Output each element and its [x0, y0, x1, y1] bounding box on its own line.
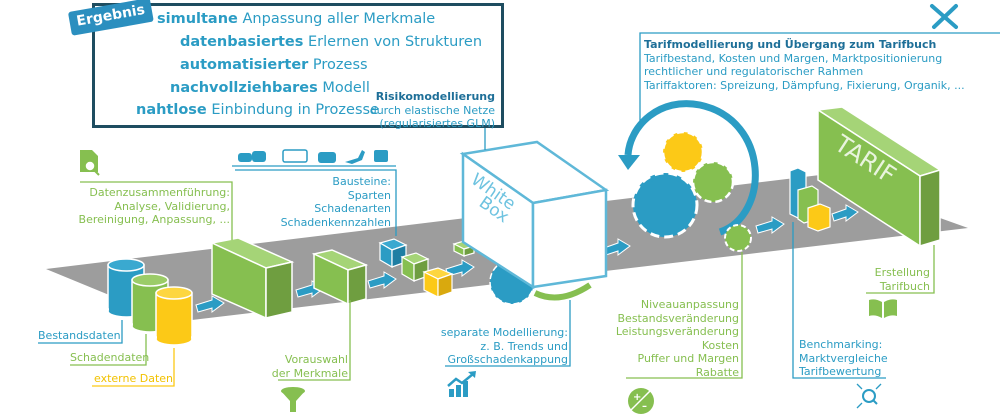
result-line: automatisierter Prozess	[180, 57, 368, 73]
adjustment-item: Rabatte	[695, 365, 739, 379]
flow-arrow-icon	[603, 238, 631, 256]
feature-selection-label: Vorauswahl der Merkmale	[271, 353, 348, 380]
data-block-large	[209, 237, 295, 320]
adjustment-item: Puffer und Margen	[637, 352, 739, 365]
risk-modelling-label: Risikomodellierung durch elastische Netz…	[369, 90, 495, 130]
flow-arrow-icon	[195, 295, 225, 313]
gear-green-icon	[691, 160, 735, 204]
gear-green-small-icon	[724, 224, 752, 252]
car-theft-icon	[374, 150, 388, 162]
windshield-icon	[282, 149, 308, 163]
building-blocks-label: Bausteine: Sparten Schadenarten Schadenk…	[280, 175, 391, 229]
benchmarking-label: Benchmarking: Marktvergleiche Tarifbewer…	[799, 338, 888, 378]
source-schadendaten: Schadendaten	[70, 351, 150, 364]
funnel-icon	[281, 387, 305, 412]
result-box	[92, 3, 504, 128]
book-icon	[869, 299, 897, 318]
deer-collision-icon	[345, 150, 365, 164]
adjustments-list: Niveauanpassung Bestandsveränderung Leis…	[616, 298, 739, 379]
separate-modelling-label: separate Modellierung: z. B. Trends und …	[440, 326, 568, 366]
adjustment-item: Niveauanpassung	[640, 298, 739, 311]
result-line: nachvollziehbares Modell	[170, 80, 370, 96]
cycle-arrow-icon	[624, 100, 759, 236]
bar-blocks-icon	[789, 167, 831, 232]
flow-arrow-icon	[831, 204, 859, 222]
white-box	[459, 140, 610, 290]
document-search-icon	[80, 150, 100, 176]
source-bestandsdaten: Bestandsdaten	[38, 329, 121, 342]
source-externe-daten: externe Daten	[94, 372, 173, 385]
benchmark-search-icon	[856, 383, 882, 409]
adjustment-item: Kosten	[701, 338, 739, 352]
cube-yellow	[422, 267, 454, 298]
result-line: datenbasiertes Erlernen von Strukturen	[180, 34, 483, 50]
cube-green	[400, 252, 430, 283]
tariff-book-label: Erstellung Tarifbuch	[874, 266, 930, 293]
flow-arrow-icon	[367, 271, 397, 289]
gear-yellow-icon	[661, 130, 705, 174]
growth-chart-icon	[447, 371, 476, 397]
gear-green-arc	[533, 282, 592, 301]
tools-icon	[930, 4, 958, 29]
svg-text:+: +	[633, 392, 641, 403]
adjustment-item: Leistungsveränderung	[615, 325, 739, 338]
flow-arrow-icon	[755, 216, 785, 234]
result-line: simultane Anpassung aller Merkmale	[157, 11, 436, 27]
data-merge-label: Datenzusammenführung: Analyse, Validieru…	[78, 186, 230, 226]
result-line: nahtlose Einbindung in Prozesse	[136, 102, 379, 118]
adjustment-item: Bestandsveränderung	[617, 311, 740, 325]
database-externe-daten-icon	[155, 286, 193, 346]
tarif-modelling-label: Tarifmodellierung und Übergang zum Tarif…	[644, 38, 965, 92]
plus-minus-icon: + –	[628, 388, 654, 414]
gear-blue-large-icon	[631, 171, 699, 239]
car-hail-icon	[318, 152, 336, 163]
car-crash-icon	[238, 153, 252, 162]
data-block-medium	[311, 249, 369, 306]
vehicle-damage-icons	[232, 149, 396, 167]
tarif-block	[815, 106, 942, 248]
svg-text:–: –	[642, 401, 647, 412]
